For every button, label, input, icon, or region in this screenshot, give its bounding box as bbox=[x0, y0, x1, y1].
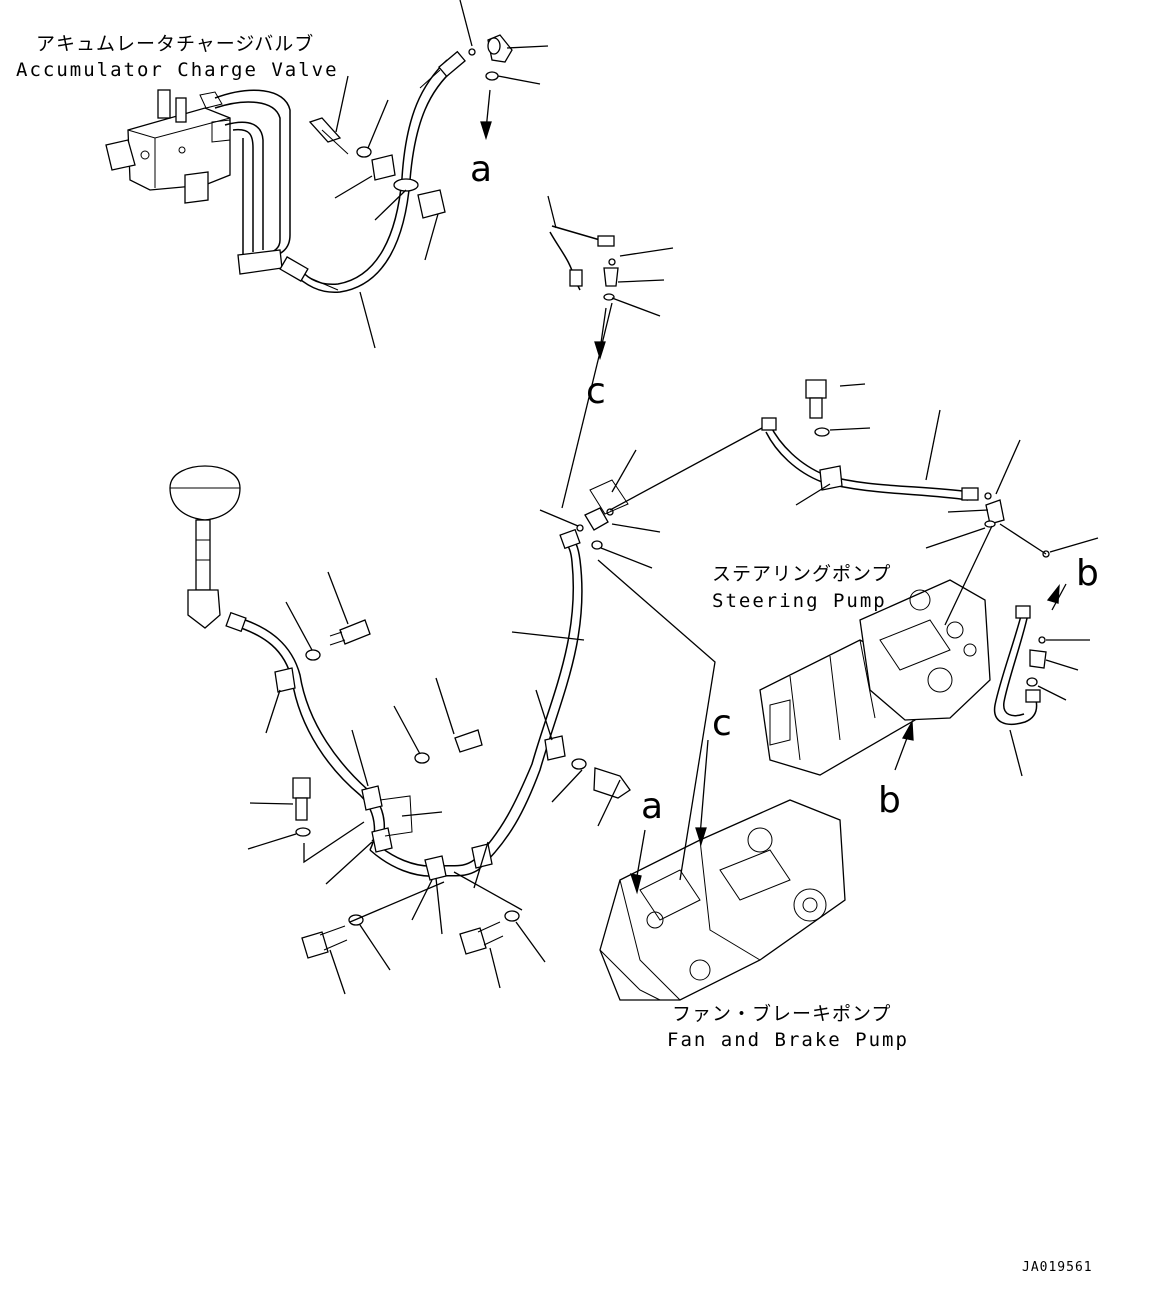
ref-a-top: a bbox=[470, 149, 492, 190]
ref-b-right: b bbox=[1076, 553, 1099, 594]
steering-bolt bbox=[805, 379, 830, 437]
right-hose-b bbox=[993, 550, 1050, 726]
lower-hose-network bbox=[225, 528, 583, 881]
ref-c-lower: c bbox=[712, 703, 732, 744]
lower-bolts bbox=[292, 619, 631, 959]
arrow-heads bbox=[480, 121, 1060, 895]
center-junction-fitting bbox=[576, 479, 629, 550]
ref-a-lower: a bbox=[641, 786, 663, 827]
top-elbow-fitting bbox=[468, 34, 513, 81]
ref-b-bottom: b bbox=[878, 780, 901, 821]
steering-feed-hose bbox=[761, 417, 992, 501]
fan-and-brake-pump bbox=[599, 799, 846, 1001]
steering-elbow bbox=[984, 499, 1005, 528]
accumulator-charge-valve-label-jp: アキュムレータチャージバルブ bbox=[36, 32, 314, 55]
steering-pump bbox=[759, 579, 991, 776]
small-hose-c bbox=[549, 225, 619, 301]
upper-bolt-and-washer bbox=[308, 117, 372, 158]
callout-lines bbox=[247, 0, 1099, 995]
fan-brake-pump-label-en: Fan and Brake Pump bbox=[667, 1029, 909, 1051]
ref-c-top: c bbox=[586, 371, 606, 412]
upper-hose-assembly bbox=[279, 50, 466, 293]
steering-pump-label-en: Steering Pump bbox=[712, 590, 887, 612]
accumulator bbox=[169, 465, 241, 629]
accumulator-tubes bbox=[214, 89, 291, 275]
fan-brake-pump-label-jp: ファン・ブレーキポンプ bbox=[672, 1002, 891, 1025]
upper-clamps bbox=[371, 154, 446, 219]
accumulator-charge-valve bbox=[105, 89, 231, 204]
drawing-code: JA019561 bbox=[1022, 1260, 1093, 1275]
steering-pump-label-jp: ステアリングポンプ bbox=[712, 563, 891, 585]
accumulator-charge-valve-label-en: Accumulator Charge Valve bbox=[16, 59, 339, 81]
